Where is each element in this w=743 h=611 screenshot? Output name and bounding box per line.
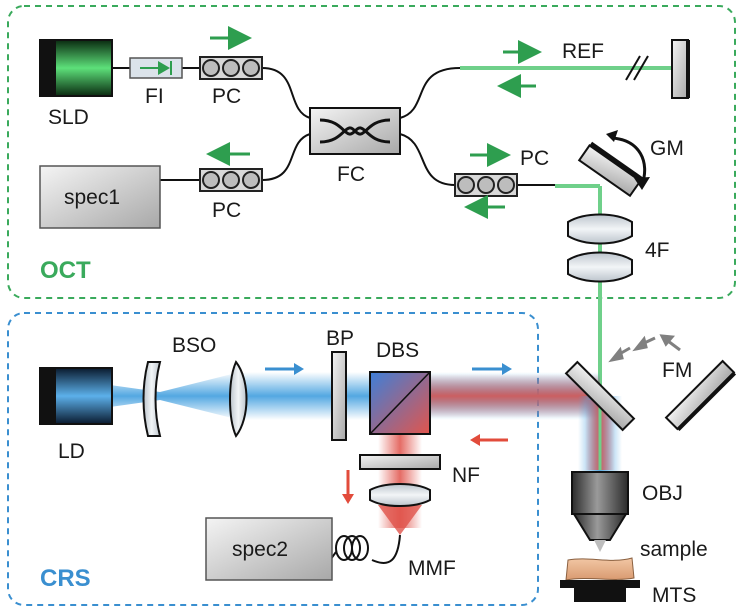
spectrometer-1: [39, 165, 161, 229]
spec1-label: spec1: [64, 186, 120, 209]
flip-mirror-in: [564, 360, 636, 432]
fm-flip-arrows: [608, 334, 681, 363]
oct-section-title: OCT: [40, 257, 91, 284]
bso-label: BSO: [172, 334, 216, 357]
sample: [565, 557, 635, 581]
nf-label: NF: [452, 464, 480, 487]
raman-beam-focus: [378, 505, 422, 535]
crs-section-box: [7, 312, 539, 606]
fourf-lens-pair: [567, 213, 633, 283]
obj-label: OBJ: [642, 482, 683, 505]
pc-top-label: PC: [212, 85, 241, 108]
pc-sample-label: PC: [520, 147, 549, 170]
bso-convex-lens: [229, 360, 248, 438]
multimode-fiber: [329, 534, 401, 564]
oct-fibers: [112, 67, 555, 186]
flip-mirror-out: [664, 359, 737, 432]
objective-lens: [571, 471, 629, 552]
polarization-controller-bottom: [199, 168, 263, 192]
fm-label: FM: [662, 359, 692, 382]
spec2-label: spec2: [232, 538, 288, 561]
fourf-label: 4F: [645, 239, 670, 262]
ref-beam-break: [625, 55, 649, 81]
dbs-label: DBS: [376, 339, 419, 362]
faraday-isolator: [129, 57, 183, 79]
motorized-translation-stage: [560, 580, 640, 602]
sld-label: SLD: [48, 106, 89, 129]
polarization-controller-top: [199, 56, 263, 80]
fi-label: FI: [145, 85, 164, 108]
mmf-label: MMF: [408, 557, 456, 580]
sld-source: [39, 39, 113, 97]
polarization-controller-sample: [454, 173, 518, 197]
bandpass-filter: [331, 351, 347, 441]
spectrometer-2: [205, 517, 333, 581]
fiber-coupler: [309, 107, 401, 155]
crs-section-title: CRS: [40, 565, 91, 592]
dichroic-beamsplitter: [369, 371, 431, 435]
pc-bottom-label: PC: [212, 199, 241, 222]
ref-label: REF: [562, 40, 604, 63]
ld-label: LD: [58, 440, 85, 463]
fc-label: FC: [337, 163, 365, 186]
reference-mirror: [671, 39, 689, 99]
galvo-mirror: [577, 141, 643, 198]
gm-label: GM: [650, 137, 684, 160]
ld-source: [39, 367, 113, 425]
bp-label: BP: [326, 327, 354, 350]
sample-label: sample: [640, 538, 708, 561]
notch-filter: [359, 454, 441, 470]
collection-lens: [369, 483, 431, 507]
mts-label: MTS: [652, 584, 696, 607]
bso-concave-lens: [142, 361, 162, 437]
oct-section-box: [7, 5, 736, 299]
